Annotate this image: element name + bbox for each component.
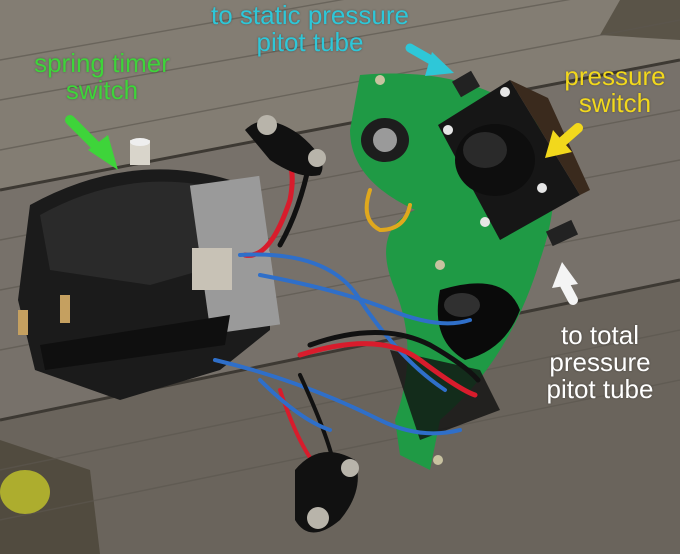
label-pressure-switch: pressure switch bbox=[555, 63, 675, 117]
label-pressure-switch-line2: switch bbox=[578, 88, 652, 118]
label-static-pressure: to static pressure pitot tube bbox=[150, 2, 470, 56]
label-spring-timer: spring timer switch bbox=[2, 50, 202, 104]
label-total-pressure-line2: pressure bbox=[549, 347, 651, 377]
label-spring-timer-line1: spring timer bbox=[34, 48, 170, 78]
spring-timer-switch bbox=[18, 138, 281, 400]
battery-clip-top bbox=[245, 115, 326, 176]
label-static-pressure-line2: pitot tube bbox=[256, 27, 364, 57]
label-total-pressure-line3: pitot tube bbox=[546, 374, 654, 404]
label-total-pressure-line1: to total bbox=[560, 320, 640, 350]
label-total-pressure: to total pressure pitot tube bbox=[520, 322, 680, 403]
label-spring-timer-line2: switch bbox=[65, 75, 139, 105]
arrow-static-pressure bbox=[405, 43, 454, 76]
arrow-spring-timer bbox=[65, 115, 118, 170]
arrow-total-pressure bbox=[552, 262, 578, 305]
label-pressure-switch-line1: pressure bbox=[564, 61, 666, 91]
label-static-pressure-line1: to static pressure bbox=[211, 0, 409, 30]
arrow-pressure-switch bbox=[545, 123, 583, 158]
pressure-switch-sensor bbox=[438, 70, 590, 247]
battery-clip-bottom bbox=[295, 452, 359, 533]
